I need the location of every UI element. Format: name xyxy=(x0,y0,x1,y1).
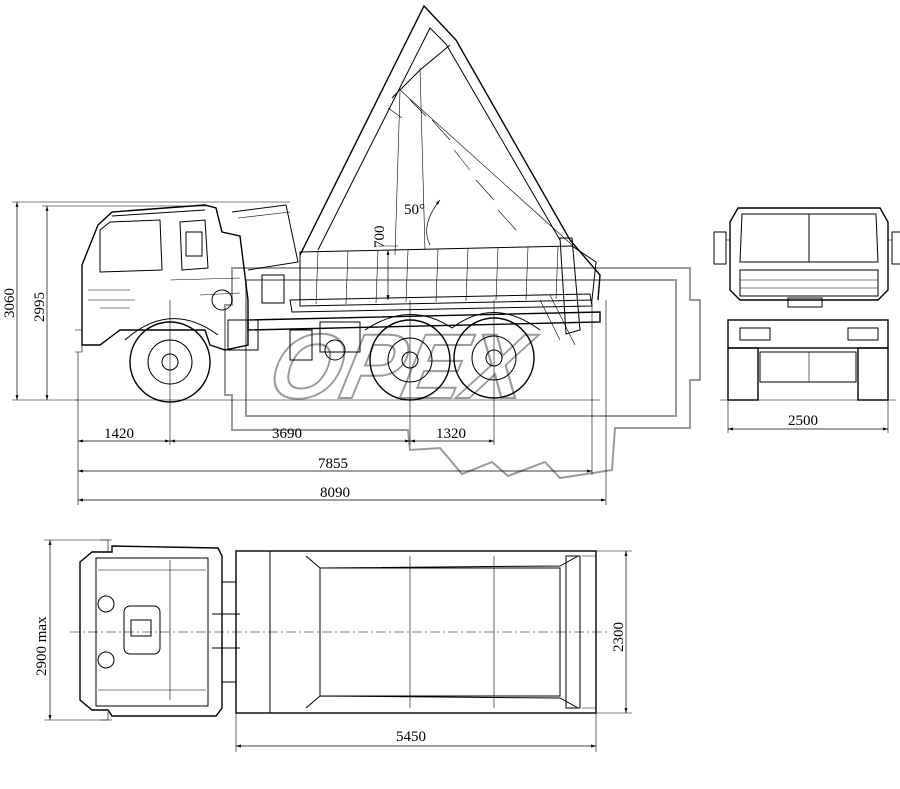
watermark-text: OPEX xyxy=(261,315,543,418)
angle-label: 50° xyxy=(404,202,425,218)
side-view: 1420 3690 1320 7855 8090 3060 2995 700 5… xyxy=(2,4,607,505)
watermark: OPEX xyxy=(224,267,701,480)
front-view: 2500 xyxy=(713,207,900,433)
dim-width-max: 2900 max xyxy=(34,616,50,676)
dim-height-total: 3060 xyxy=(2,288,18,318)
dim-height-cab: 2995 xyxy=(32,292,48,322)
dim-wheelbase-rear: 1320 xyxy=(436,426,466,442)
cab-top xyxy=(79,545,223,717)
dim-wheelbase-front: 3690 xyxy=(272,426,302,442)
tipper-body xyxy=(299,4,601,301)
dim-front-width: 2500 xyxy=(788,413,818,429)
dim-length-total: 8090 xyxy=(320,485,350,501)
dim-front-overhang: 1420 xyxy=(104,426,134,442)
dim-length-frame: 7855 xyxy=(318,456,348,472)
dim-raise: 700 xyxy=(372,226,388,249)
dim-body-length: 5450 xyxy=(396,729,426,745)
cab xyxy=(81,204,249,351)
top-view: 2900 max 2300 5450 xyxy=(34,539,632,752)
dim-body-width: 2300 xyxy=(611,622,627,652)
front-cab xyxy=(729,207,889,301)
